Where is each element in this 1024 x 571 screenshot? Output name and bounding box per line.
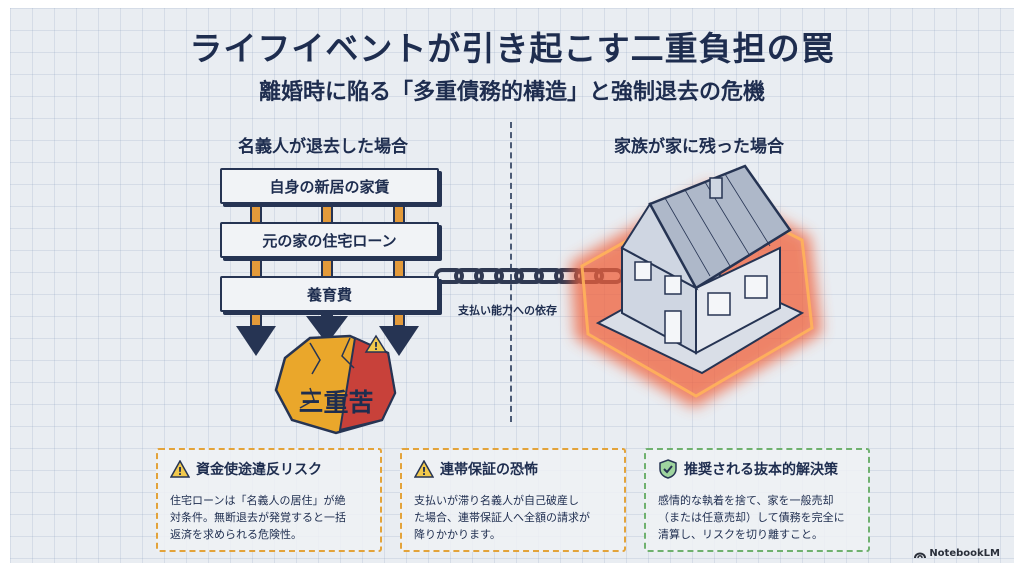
card-line: 住宅ローンは「名義人の居住」が絶 [170, 494, 346, 507]
card-title-text: 推奨される抜本的解決策 [684, 462, 838, 478]
notebooklm-logo-icon [914, 552, 927, 558]
card-joint-guarantor: ! 連帯保証の恐怖 支払いが滞り名義人が自己破産し た場合、連帯保証人へ全額の請… [400, 448, 626, 552]
triple-burden-label: 三重苦 [298, 388, 374, 417]
burden-new-rent: 自身の新居の家賃 [220, 168, 439, 204]
svg-text:!: ! [373, 340, 378, 353]
left-section-label: 名義人が退去した場合 [238, 137, 408, 157]
svg-text:!: ! [421, 465, 426, 478]
card-fund-misuse-risk: ! 資金使途違反リスク 住宅ローンは「名義人の居住」が絶 対条件。無断退去が発覚… [156, 448, 382, 552]
card-line: 支払いが滞り名義人が自己破産し [414, 494, 579, 507]
brand-label: NotebookLM [914, 548, 1000, 559]
svg-text:!: ! [177, 465, 182, 478]
arrow-center [306, 195, 348, 344]
triple-burden-rock: ! [274, 334, 397, 435]
warning-icon: ! [414, 460, 434, 478]
card-line: 返済を求められる危険性。 [170, 528, 302, 541]
chain-label: 支払い能力への依存 [458, 304, 557, 317]
warning-icon: ! [170, 460, 190, 478]
page-title: ライフイベントが引き起こす二重負担の罠 [189, 29, 835, 68]
brand-text: NotebookLM [929, 548, 1000, 559]
card-line: 清算し、リスクを切り離すこと。 [658, 528, 823, 541]
house-icon [570, 164, 822, 408]
card-line: 降りかかります。 [414, 528, 501, 541]
card-line: 感情的な執着を捨て、家を一般売却 [658, 494, 834, 507]
card-line: 対条件。無断退去が発覚すると一括 [170, 511, 346, 524]
shield-check-icon [659, 459, 677, 479]
page-subtitle: 離婚時に陥る「多重債務的構造」と強制退去の危機 [258, 80, 765, 105]
card-recommended-solution: 推奨される抜本的解決策 感情的な執着を捨て、家を一般売却 （または任意売却）して… [644, 448, 870, 552]
slide: ライフイベントが引き起こす二重負担の罠 離婚時に陥る「多重債務的構造」と強制退去… [10, 8, 1014, 563]
card-line: た場合、連帯保証人へ全額の請求が [414, 511, 590, 524]
card-body: 感情的な執着を捨て、家を一般売却 （または任意売却）して債務を完全に 清算し、リ… [658, 492, 862, 543]
right-section-label: 家族が家に残った場合 [614, 137, 784, 157]
card-title-text: 連帯保証の恐怖 [440, 462, 538, 478]
card-body: 支払いが滞り名義人が自己破産し た場合、連帯保証人へ全額の請求が 降りかかります… [414, 492, 618, 543]
burden-old-mortgage: 元の家の住宅ローン [220, 222, 439, 258]
card-body: 住宅ローンは「名義人の居住」が絶 対条件。無断退去が発覚すると一括 返済を求めら… [170, 492, 374, 543]
burden-child-support: 養育費 [220, 276, 439, 312]
card-line: （または任意売却）して債務を完全に [658, 511, 845, 524]
card-title-text: 資金使途違反リスク [196, 462, 322, 478]
